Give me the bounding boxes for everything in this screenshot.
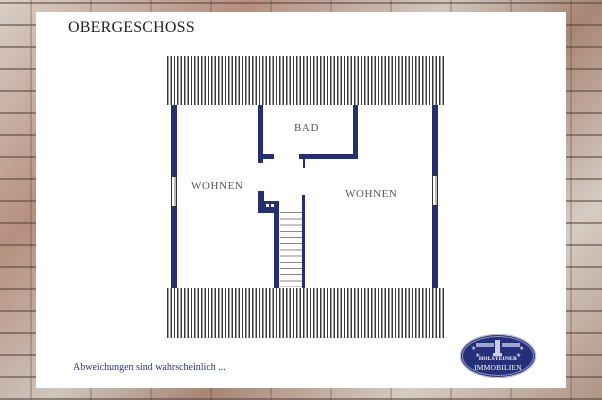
wall-bad-left	[258, 105, 263, 163]
wall-bad-door-jamb	[303, 159, 305, 168]
window-right	[432, 175, 438, 206]
wall-bad-right	[353, 105, 358, 159]
stair-wall-right	[302, 195, 305, 288]
lighthouse-icon	[493, 340, 502, 356]
roof-hatch-bottom	[167, 288, 444, 338]
logo-band-left	[476, 343, 494, 347]
stair-landing-mark-2	[271, 204, 274, 207]
floor-title: OBERGESCHOSS	[68, 19, 195, 36]
staircase	[280, 207, 302, 287]
logo-band-right	[502, 343, 520, 347]
room-label-bad: BAD	[294, 122, 320, 134]
room-label-wohnen-left: WOHNEN	[191, 180, 244, 192]
floorplan-panel: OBERGESCHOSS BAD WOHNEN WOHNEN Abweichun…	[36, 12, 566, 388]
stair-landing-mark-1	[266, 204, 269, 207]
star-icon: ★	[516, 353, 522, 359]
roof-hatch-top	[167, 56, 444, 105]
logo-text-immobilien: IMMOBILIEN	[474, 363, 522, 372]
wall-bad-bottom	[299, 154, 358, 159]
logo-text-holsteiner: HOLSTEINER	[478, 356, 518, 362]
stair-wall-left	[274, 201, 279, 288]
star-icon: ★	[471, 346, 477, 352]
star-icon: ★	[519, 346, 525, 352]
star-icon: ★	[475, 353, 481, 359]
room-label-wohnen-right: WOHNEN	[345, 188, 398, 200]
window-left	[171, 176, 177, 207]
company-logo: ★ ★ ★ ★ HOLSTEINER IMMOBILIEN	[460, 334, 536, 378]
wall-bad-left-stub	[258, 154, 274, 159]
disclaimer-text: Abweichungen sind wahrscheinlich ...	[73, 362, 226, 373]
